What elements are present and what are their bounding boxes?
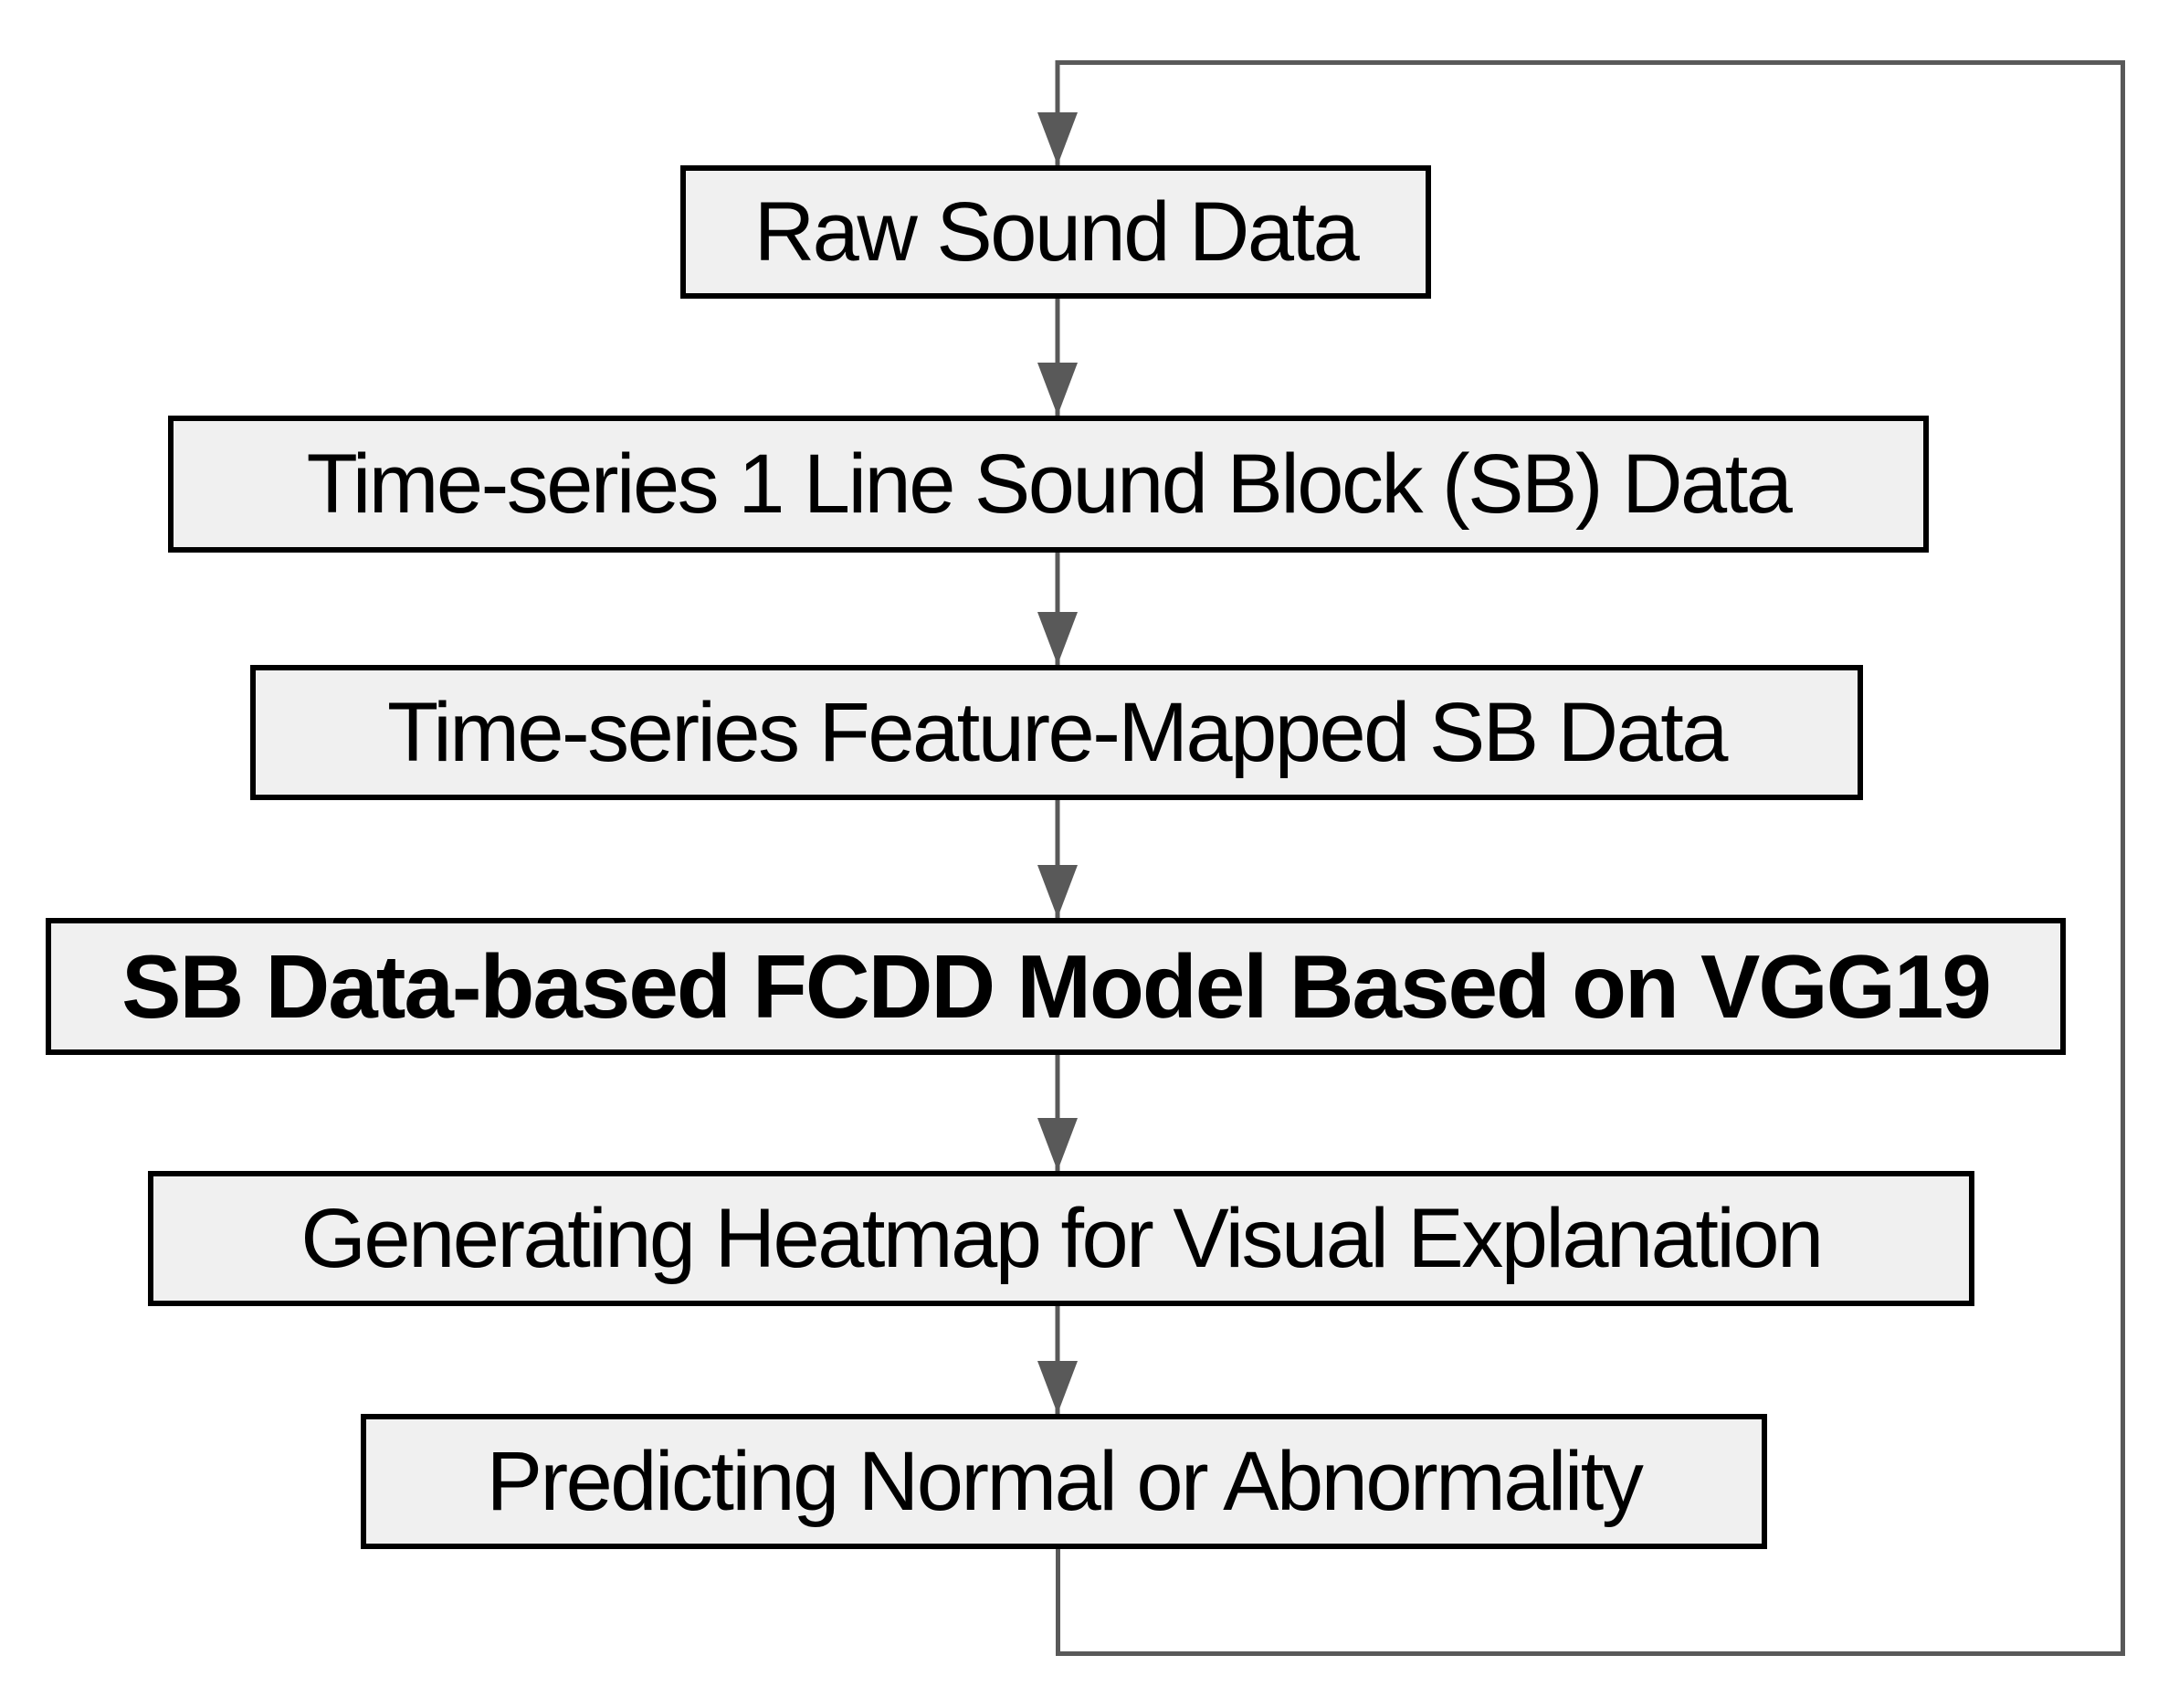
arrow-shaft <box>1055 1306 1060 1414</box>
arrow-shaft <box>1055 1055 1060 1171</box>
arrow-fcdd-to-heatmap <box>1037 1055 1078 1171</box>
feedback-loop-stub-line <box>1056 1547 1060 1656</box>
node-label: Raw Sound Data <box>753 185 1360 279</box>
node-label: SB Data-based FCDD Model Based on VGG19 <box>121 936 1992 1037</box>
arrow-raw-to-sb-data <box>1037 299 1078 416</box>
node-fcdd-model: SB Data-based FCDD Model Based on VGG19 <box>46 918 2066 1055</box>
arrow-head-icon <box>1037 363 1078 416</box>
feedback-loop-top-line <box>1058 60 2125 65</box>
arrow-head-icon <box>1037 1361 1078 1414</box>
node-generating-heatmap: Generating Heatmap for Visual Explanatio… <box>148 1171 1974 1306</box>
node-label: Generating Heatmap for Visual Explanatio… <box>300 1192 1824 1285</box>
arrow-head-icon <box>1037 865 1078 918</box>
feedback-loop-bottom-line <box>1058 1651 2125 1656</box>
feedback-loop-right-line <box>2121 60 2125 1656</box>
arrow-shaft <box>1055 299 1060 416</box>
arrow-head-icon <box>1037 112 1078 165</box>
node-label: Predicting Normal or Abnormality <box>486 1435 1644 1528</box>
node-label: Time-series Feature-Mapped SB Data <box>387 686 1728 779</box>
arrow-head-icon <box>1037 1118 1078 1171</box>
arrow-sb-to-feature-mapped <box>1037 553 1078 665</box>
arrow-head-icon <box>1037 612 1078 665</box>
arrow-feedback-to-raw-sound-data <box>1037 60 1078 165</box>
arrow-heatmap-to-predicting <box>1037 1306 1078 1414</box>
node-time-series-sb-data: Time-series 1 Line Sound Block (SB) Data <box>168 416 1929 553</box>
node-label: Time-series 1 Line Sound Block (SB) Data <box>306 438 1793 531</box>
node-feature-mapped-sb: Time-series Feature-Mapped SB Data <box>250 665 1863 800</box>
arrow-shaft <box>1055 553 1060 665</box>
arrow-shaft <box>1055 800 1060 918</box>
node-raw-sound-data: Raw Sound Data <box>680 165 1431 299</box>
node-predicting-normality: Predicting Normal or Abnormality <box>361 1414 1767 1549</box>
arrow-feature-mapped-to-fcdd <box>1037 800 1078 918</box>
